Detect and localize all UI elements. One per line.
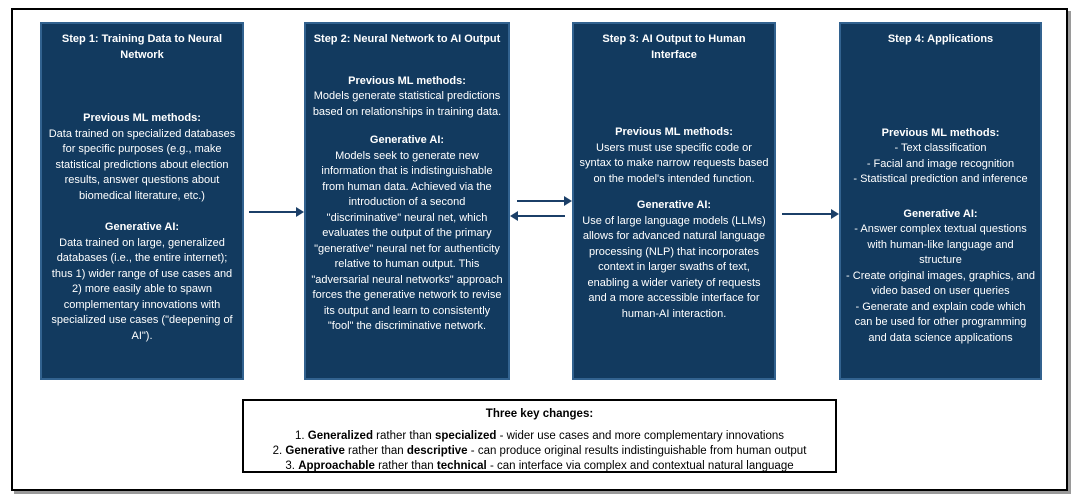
key-changes-title: Three key changes: [485, 408, 594, 420]
section-body: Data trained on specialized databases fo… [48, 127, 236, 202]
section-body: Users must use specific code or syntax t… [579, 141, 769, 185]
step-4-generative-ai-section: Generative AI: - Answer complex textual … [846, 207, 1035, 347]
section-heading: Previous ML methods: [881, 126, 1000, 139]
section-heading: Previous ML methods: [83, 112, 201, 124]
section-body: - Text classification - Facial and image… [853, 142, 1028, 185]
section-heading: Generative AI: [369, 134, 445, 146]
step-3-generative-ai-section: Generative AI: Use of large language mod… [579, 198, 769, 322]
step-4-box: Step 4: Applications Previous ML methods… [839, 22, 1042, 380]
step-4-previous-ml-section: Previous ML methods: - Text classificati… [846, 126, 1035, 188]
step-2-title: Step 2: Neural Network to AI Output [313, 33, 501, 45]
step-2-previous-ml-section: Previous ML methods: Models generate sta… [311, 74, 503, 121]
section-heading: Generative AI: [636, 199, 712, 211]
section-body: Use of large language models (LLMs) allo… [582, 214, 766, 320]
arrow-step3-to-step4-icon [782, 209, 839, 219]
key-change-item-2: 2. Generative rather than descriptive - … [272, 445, 807, 457]
section-body: Models generate statistical predictions … [312, 90, 502, 118]
arrow-step1-to-step2-icon [249, 207, 304, 217]
key-change-item-1: 1. Generalized rather than specialized -… [294, 430, 785, 442]
section-body: Models seek to generate new information … [311, 149, 503, 333]
step-3-title: Step 3: AI Output to Human Interface [602, 33, 746, 61]
section-heading: Generative AI: [104, 221, 180, 233]
step-1-box: Step 1: Training Data to Neural Network … [40, 22, 244, 380]
step-3-previous-ml-section: Previous ML methods: Users must use spec… [579, 125, 769, 187]
section-body: Data trained on large, generalized datab… [51, 236, 233, 342]
arrow-step2-to-step3-icon [517, 196, 572, 206]
section-heading: Generative AI: [903, 207, 978, 220]
step-1-generative-ai-section: Generative AI: Data trained on large, ge… [47, 220, 237, 344]
section-heading: Previous ML methods: [615, 126, 733, 138]
key-changes-box: Three key changes: 1. Generalized rather… [242, 399, 837, 473]
step-4-title: Step 4: Applications [887, 33, 994, 45]
arrow-step3-to-step2-icon [510, 211, 565, 221]
step-1-title: Step 1: Training Data to Neural Network [61, 33, 223, 61]
section-body: - Answer complex textual questions with … [846, 223, 1035, 344]
step-1-previous-ml-section: Previous ML methods: Data trained on spe… [47, 111, 237, 204]
step-2-box: Step 2: Neural Network to AI Output Prev… [304, 22, 510, 380]
step-3-box: Step 3: AI Output to Human Interface Pre… [572, 22, 776, 380]
key-change-item-3: 3. Approachable rather than technical - … [285, 460, 794, 472]
step-2-generative-ai-section: Generative AI: Models seek to generate n… [311, 133, 503, 335]
section-heading: Previous ML methods: [348, 74, 466, 87]
